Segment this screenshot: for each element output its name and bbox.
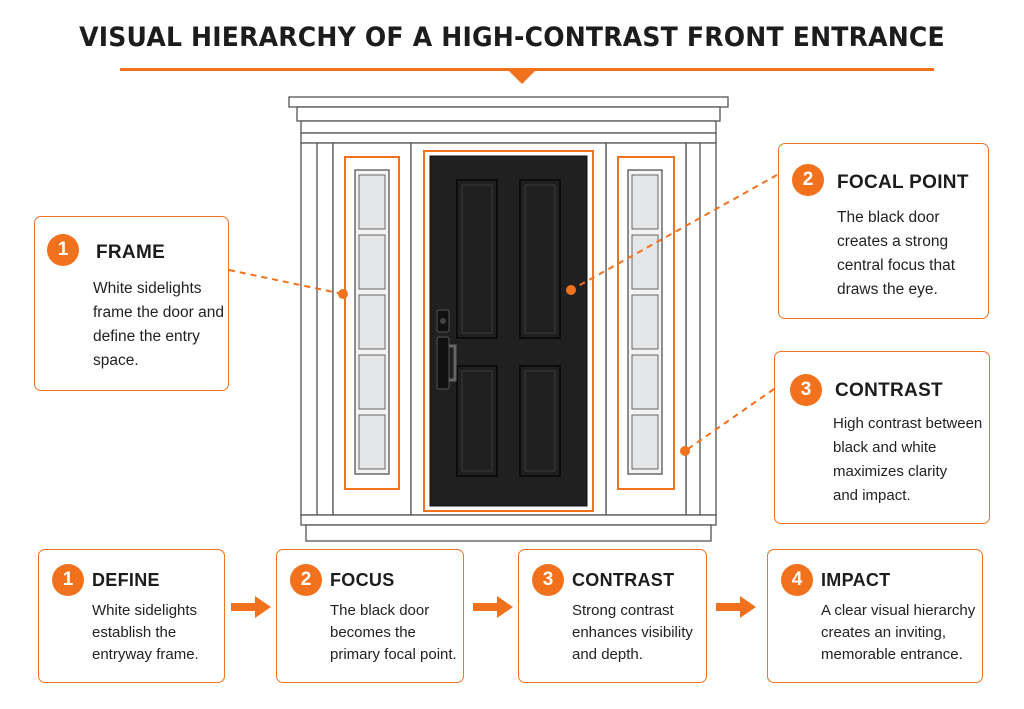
door-handle-icon xyxy=(436,336,457,390)
step-number-badge: 1 xyxy=(52,564,84,596)
step-title: FOCUS xyxy=(330,570,395,590)
page-title: VISUAL HIERARCHY OF A HIGH-CONTRAST FRON… xyxy=(79,22,945,53)
step-number-badge: 3 xyxy=(532,564,564,596)
right-sidelight-highlight xyxy=(617,156,675,490)
right-arrow-icon xyxy=(473,596,513,618)
step-number-badge: 4 xyxy=(781,564,813,596)
title-pointer-icon xyxy=(508,70,536,84)
header-board xyxy=(300,132,717,144)
cornice-top xyxy=(288,96,729,108)
left-sidelight-highlight xyxy=(344,156,400,490)
title-underline xyxy=(120,68,934,71)
cornice-bottom xyxy=(300,120,717,134)
deadbolt-icon xyxy=(436,309,450,333)
step-title: IMPACT xyxy=(821,570,891,590)
frame-title: FRAME xyxy=(96,242,166,263)
threshold xyxy=(300,514,717,526)
right-arrow-icon xyxy=(231,596,271,618)
frame-leader xyxy=(228,269,344,295)
step-number-badge: 2 xyxy=(290,564,322,596)
step-title: DEFINE xyxy=(92,570,160,590)
black-door xyxy=(429,155,588,507)
right-pilaster xyxy=(685,142,717,516)
step-base xyxy=(305,524,712,542)
door-highlight xyxy=(423,150,594,512)
contrast-number-badge: 3 xyxy=(790,374,822,406)
contrast-title: CONTRAST xyxy=(835,380,943,401)
focal-number-badge: 2 xyxy=(792,164,824,196)
cornice-middle xyxy=(296,106,721,122)
contrast-leader xyxy=(684,388,775,452)
step-title: CONTRAST xyxy=(572,570,675,590)
frame-number-badge: 1 xyxy=(47,234,79,266)
right-arrow-icon xyxy=(716,596,756,618)
focal-title: FOCAL POINT xyxy=(837,172,969,193)
